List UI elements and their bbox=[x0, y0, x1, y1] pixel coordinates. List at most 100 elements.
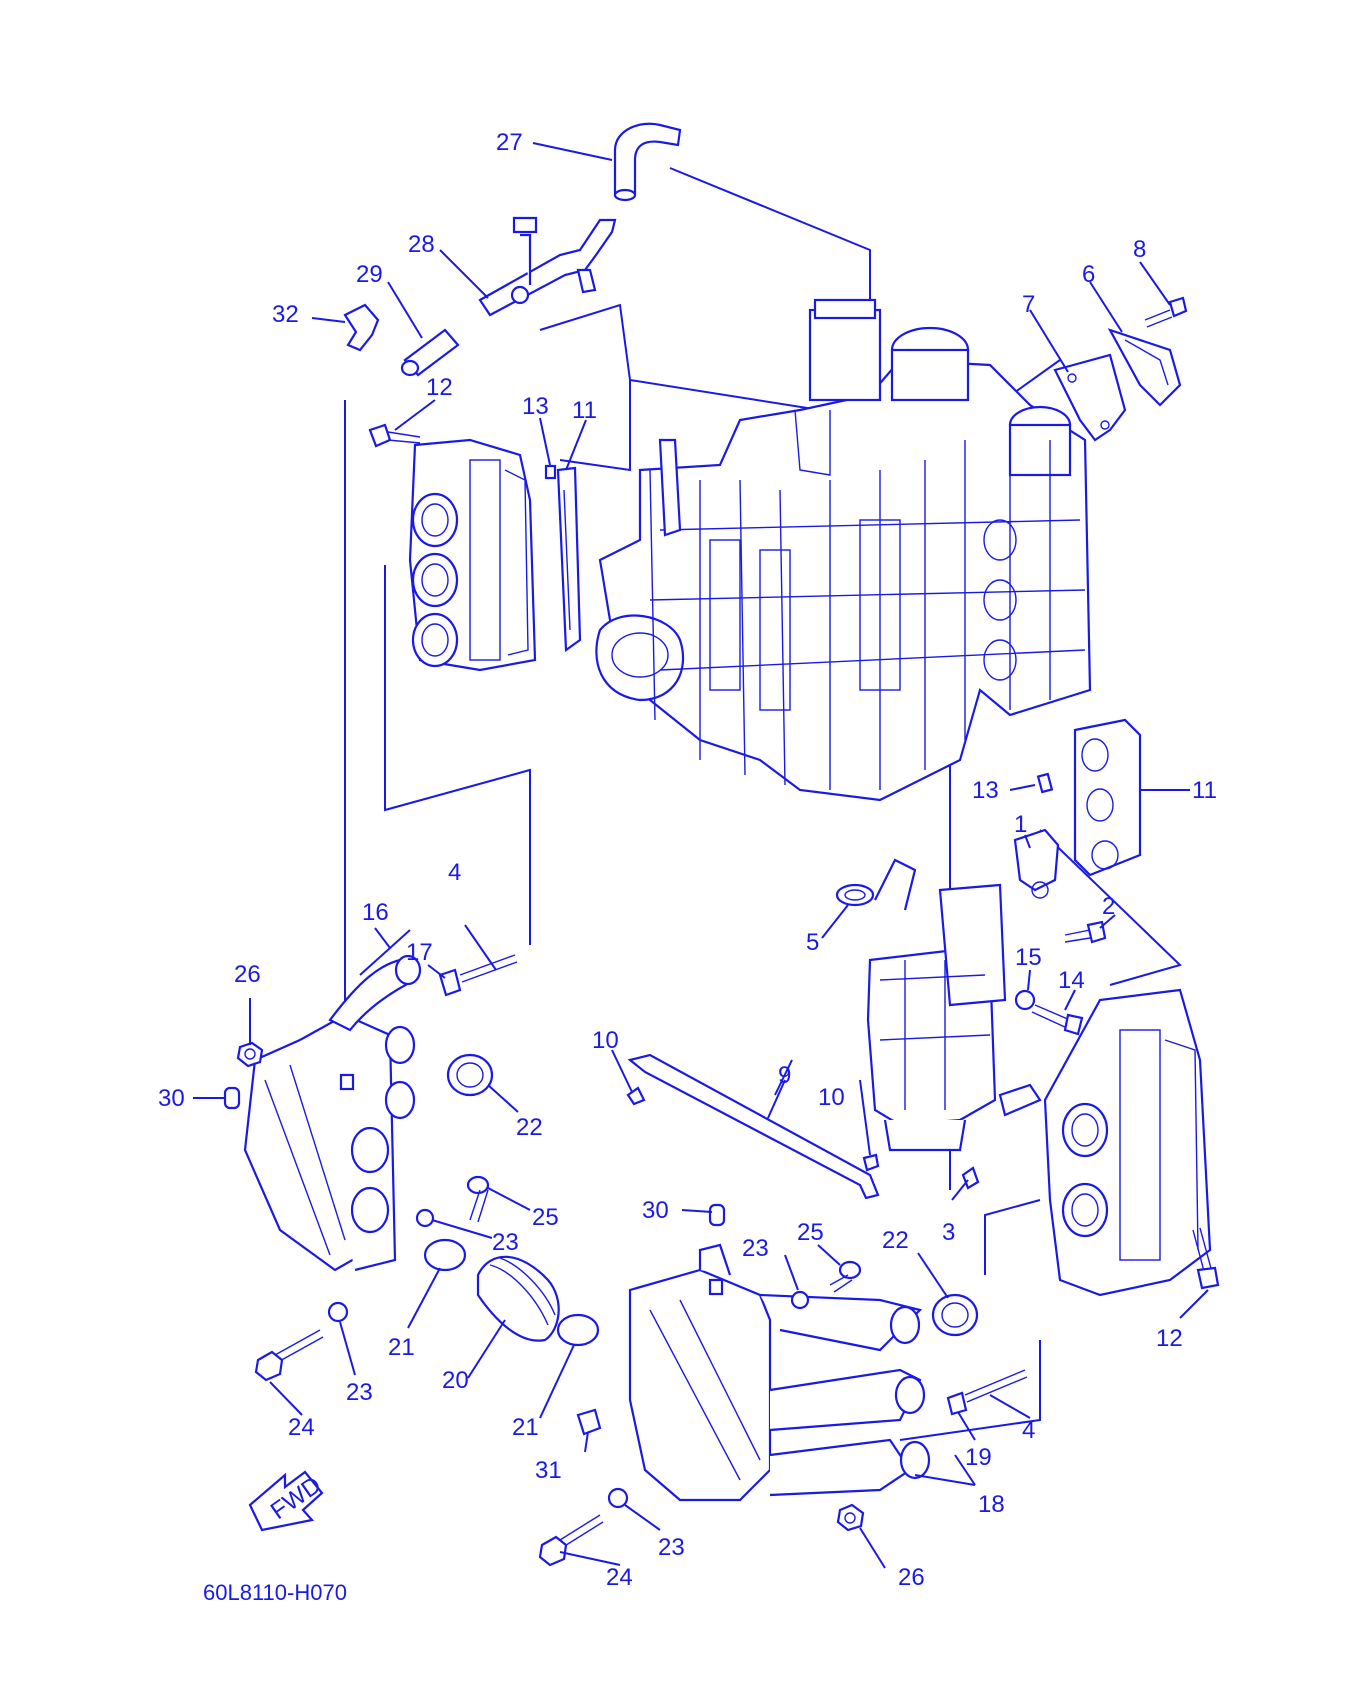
engine-block-illustration bbox=[595, 298, 1092, 802]
nut-26-lower bbox=[836, 1503, 865, 1532]
bolt-8 bbox=[1144, 296, 1188, 328]
callout-24-lower: 24 bbox=[606, 1564, 633, 1591]
fuel-unit-center bbox=[866, 858, 1007, 1152]
callout-12-upper: 12 bbox=[426, 374, 453, 401]
collar-19 bbox=[946, 1391, 968, 1416]
callout-30-left: 30 bbox=[158, 1085, 185, 1112]
callout-9: 9 bbox=[778, 1062, 791, 1089]
intake-silencer-left bbox=[243, 1013, 416, 1272]
callout-2: 2 bbox=[1102, 893, 1115, 920]
washer-23-lower-left bbox=[327, 1301, 349, 1323]
sensor-1 bbox=[1013, 828, 1060, 899]
clamp-5 bbox=[835, 883, 875, 907]
hose-clamp-21-left bbox=[423, 1238, 467, 1272]
callout-4-lower: 4 bbox=[1022, 1417, 1035, 1444]
callout-32: 32 bbox=[272, 301, 299, 328]
callout-23-lower: 23 bbox=[658, 1534, 685, 1561]
lower-right-throttle-body bbox=[998, 988, 1212, 1297]
callout-10-right: 10 bbox=[818, 1084, 845, 1111]
dowel-pin-upper bbox=[544, 464, 557, 480]
dowel-pin-right bbox=[1036, 772, 1054, 794]
callout-8: 8 bbox=[1133, 236, 1146, 263]
hose-27 bbox=[613, 122, 682, 202]
callout-30-lower: 30 bbox=[642, 1197, 669, 1224]
washer-15 bbox=[1014, 989, 1036, 1011]
collar-25-left bbox=[466, 1175, 490, 1223]
callout-24-lower-left: 24 bbox=[288, 1414, 315, 1441]
forward-direction-arrow: FWD bbox=[248, 1470, 326, 1532]
collar-17 bbox=[438, 968, 462, 997]
bolt-24-lower-left bbox=[254, 1329, 324, 1382]
callout-23-left: 23 bbox=[492, 1229, 519, 1256]
callout-22-right: 22 bbox=[882, 1227, 909, 1254]
callout-25-middle: 25 bbox=[797, 1219, 824, 1246]
callout-27: 27 bbox=[496, 129, 523, 156]
callout-15: 15 bbox=[1015, 944, 1042, 971]
cap-30-left bbox=[223, 1086, 241, 1110]
cover-plate-7 bbox=[1053, 353, 1127, 442]
callout-28: 28 bbox=[408, 231, 435, 258]
hose-clamp-21-right bbox=[556, 1313, 600, 1347]
callout-14: 14 bbox=[1058, 967, 1085, 994]
callout-23-middle: 23 bbox=[742, 1235, 769, 1262]
callout-26-lower: 26 bbox=[898, 1564, 925, 1591]
collar-25-middle bbox=[829, 1260, 862, 1293]
callout-4-upper: 4 bbox=[448, 859, 461, 886]
callout-12-lower: 12 bbox=[1156, 1325, 1183, 1352]
gasket-6 bbox=[1107, 328, 1182, 407]
callout-7: 7 bbox=[1022, 291, 1035, 318]
callout-26-upper: 26 bbox=[234, 961, 261, 988]
clip-10-right bbox=[862, 1153, 880, 1172]
callout-13-upper: 13 bbox=[522, 393, 549, 420]
callout-20: 20 bbox=[442, 1367, 469, 1394]
grommet-22-left bbox=[446, 1053, 494, 1097]
callout-21-left: 21 bbox=[388, 1334, 415, 1361]
upper-left-throttle-body bbox=[408, 438, 537, 672]
grommet-22-right bbox=[931, 1293, 979, 1337]
callout-16: 16 bbox=[362, 899, 389, 926]
gasket-upper bbox=[556, 466, 582, 653]
callout-18: 18 bbox=[978, 1491, 1005, 1518]
callout-17: 17 bbox=[406, 939, 433, 966]
callout-10-left: 10 bbox=[592, 1027, 619, 1054]
callout-3: 3 bbox=[942, 1219, 955, 1246]
callout-6: 6 bbox=[1082, 261, 1095, 288]
bolt-24-lower bbox=[538, 1514, 604, 1567]
callout-5: 5 bbox=[806, 929, 819, 956]
callout-1: 1 bbox=[1014, 811, 1027, 838]
fuel-hose-9 bbox=[627, 1053, 880, 1200]
bolt-12-lower bbox=[1192, 1227, 1220, 1290]
callout-22-left: 22 bbox=[516, 1114, 543, 1141]
leader-lines bbox=[193, 142, 1209, 1569]
clip-32 bbox=[343, 303, 380, 352]
callout-numbers: 27 28 29 32 12 13 11 7 6 8 13 11 1 2 5 1… bbox=[158, 129, 1217, 1591]
bolt-2 bbox=[1064, 920, 1107, 944]
washer-23-left bbox=[415, 1208, 435, 1228]
washer-23-lower bbox=[607, 1487, 629, 1509]
stud-bolt-4-lower bbox=[964, 1369, 1028, 1403]
gasket-right bbox=[1073, 718, 1142, 877]
cap-30-lower bbox=[708, 1203, 726, 1227]
intake-silencer-lower bbox=[628, 1243, 931, 1502]
sensor-31 bbox=[576, 1408, 602, 1436]
callout-23-lower-left: 23 bbox=[346, 1379, 373, 1406]
intake-duct-16 bbox=[328, 954, 422, 1032]
callout-31: 31 bbox=[535, 1457, 562, 1484]
nut-26-upper-left bbox=[236, 1041, 264, 1068]
callout-13-right: 13 bbox=[972, 777, 999, 804]
callout-29: 29 bbox=[356, 261, 383, 288]
callout-11-upper: 11 bbox=[572, 397, 597, 424]
clip-10-left bbox=[626, 1086, 646, 1106]
washer-23-middle bbox=[790, 1290, 810, 1310]
drawing-code: 60L8110-H070 bbox=[203, 1580, 347, 1605]
hose-29 bbox=[400, 328, 460, 377]
bolt-12-upper bbox=[368, 423, 421, 448]
callout-11-right: 11 bbox=[1192, 777, 1217, 804]
stud-bolt-4-upper bbox=[459, 954, 518, 983]
callout-25-left: 25 bbox=[532, 1204, 559, 1231]
breather-pipe-28 bbox=[478, 216, 617, 317]
callout-21-right: 21 bbox=[512, 1414, 539, 1441]
bolt-14 bbox=[1031, 1004, 1084, 1036]
callout-19: 19 bbox=[965, 1444, 992, 1471]
